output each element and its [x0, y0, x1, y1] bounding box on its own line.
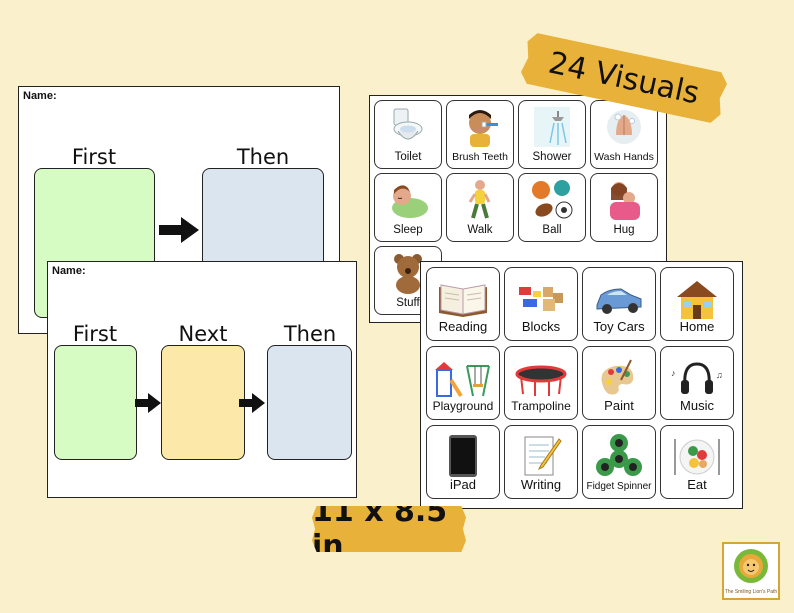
ball-icon	[519, 178, 585, 222]
card-label: Trampoline	[511, 399, 571, 413]
next-title: Next	[178, 322, 228, 346]
card-label: Music	[680, 398, 714, 413]
tablet-icon	[427, 432, 499, 482]
headphones-icon: ♪♫	[661, 353, 733, 403]
card-brush-teeth[interactable]: Brush Teeth	[446, 100, 514, 169]
blocks-icon	[505, 274, 577, 324]
arrow-right-icon	[159, 217, 199, 243]
size-text: 11 x 8.5 in	[312, 494, 448, 564]
card-walk[interactable]: Walk	[446, 173, 514, 242]
lion-logo-icon	[734, 549, 768, 583]
card-label: Walk	[467, 224, 493, 236]
card-fidget-spinner[interactable]: Fidget Spinner	[582, 425, 656, 499]
toilet-icon	[375, 105, 441, 149]
card-toy-cars[interactable]: Toy Cars	[582, 267, 656, 341]
book-icon	[427, 274, 499, 324]
card-label: Sleep	[393, 224, 423, 236]
card-label: Ball	[542, 224, 562, 236]
card-hug[interactable]: Hug	[590, 173, 658, 242]
then-title: Then	[236, 145, 290, 169]
name-label: Name:	[23, 90, 57, 102]
plate-icon	[661, 432, 733, 482]
card-shower[interactable]: Shower	[518, 100, 586, 169]
shower-icon	[519, 105, 585, 149]
wash-hands-icon	[591, 105, 657, 149]
card-toilet[interactable]: Toilet	[374, 100, 442, 169]
card-paint[interactable]: Paint	[582, 346, 656, 420]
card-ipad[interactable]: iPad	[426, 425, 500, 499]
playground-icon	[427, 353, 499, 403]
teddy-bear-icon	[375, 251, 441, 295]
trampoline-icon	[505, 353, 577, 403]
card-label: Writing	[520, 477, 562, 492]
card-playground[interactable]: Playground	[426, 346, 500, 420]
next-box	[161, 345, 245, 460]
svg-text:♪: ♪	[671, 368, 676, 378]
visuals-grid-2: Reading Blocks Toy Cars Home Playground	[426, 267, 734, 499]
arrow-right-icon	[239, 393, 265, 413]
visuals-sheet-2: Reading Blocks Toy Cars Home Playground	[420, 261, 743, 509]
first-next-then-sheet: Name: First Next Then	[47, 261, 357, 498]
card-label: Paint	[604, 398, 634, 413]
card-sleep[interactable]: Sleep	[374, 173, 442, 242]
then-title: Then	[283, 322, 337, 346]
card-ball[interactable]: Ball	[518, 173, 586, 242]
card-label: Wash Hands	[594, 151, 654, 163]
first-title: First	[72, 322, 118, 346]
hug-icon	[591, 178, 657, 222]
arrow-right-icon	[135, 393, 161, 413]
card-wash-hands[interactable]: Wash Hands	[590, 100, 658, 169]
card-reading[interactable]: Reading	[426, 267, 500, 341]
walk-icon	[447, 178, 513, 222]
sleep-icon	[375, 178, 441, 222]
card-label: Toilet	[394, 151, 422, 163]
card-writing[interactable]: Writing	[504, 425, 578, 499]
paint-palette-icon	[583, 353, 655, 403]
card-music[interactable]: ♪♫ Music	[660, 346, 734, 420]
card-label: Fidget Spinner	[586, 481, 652, 492]
toy-car-icon	[583, 274, 655, 324]
first-title: First	[71, 145, 117, 169]
card-label: Shower	[532, 151, 572, 163]
card-label: Playground	[432, 399, 494, 413]
card-label: Eat	[687, 477, 707, 492]
card-label: iPad	[449, 477, 477, 492]
name-label: Name:	[52, 265, 86, 277]
svg-text:♫: ♫	[716, 370, 723, 380]
card-blocks[interactable]: Blocks	[504, 267, 578, 341]
card-label: Hug	[613, 224, 635, 236]
card-label: Home	[679, 319, 715, 334]
home-icon	[661, 274, 733, 324]
then-box	[267, 345, 352, 460]
card-eat[interactable]: Eat	[660, 425, 734, 499]
logo-text: The Smiling Lion's Path	[724, 589, 778, 595]
writing-icon	[505, 432, 577, 482]
first-box	[54, 345, 137, 460]
card-label: Brush Teeth	[452, 151, 508, 163]
card-trampoline[interactable]: Trampoline	[504, 346, 578, 420]
card-label: Toy Cars	[593, 319, 645, 334]
toothbrush-icon	[447, 105, 513, 149]
size-badge: 11 x 8.5 in	[312, 506, 466, 552]
card-home[interactable]: Home	[660, 267, 734, 341]
card-label: Stuff	[396, 297, 420, 309]
fidget-spinner-icon	[583, 432, 655, 482]
card-label: Blocks	[521, 319, 561, 334]
card-label: Reading	[438, 319, 488, 334]
logo: The Smiling Lion's Path	[722, 542, 780, 600]
